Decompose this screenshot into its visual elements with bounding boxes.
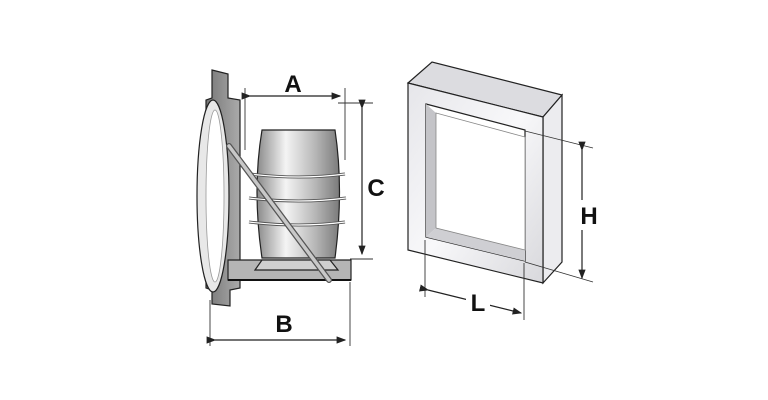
navigation-light-drawing: A C B [196, 69, 390, 346]
dimension-b-label: B [275, 311, 292, 338]
lamp-barrel [256, 129, 341, 259]
dimension-a-label: A [284, 71, 301, 98]
frame-side-face [542, 93, 563, 285]
dimension-l-label: L [471, 290, 486, 317]
mounting-frame-drawing: H L [406, 61, 602, 320]
dimension-h-label: H [580, 203, 597, 230]
dimension-c-label: C [367, 175, 384, 202]
